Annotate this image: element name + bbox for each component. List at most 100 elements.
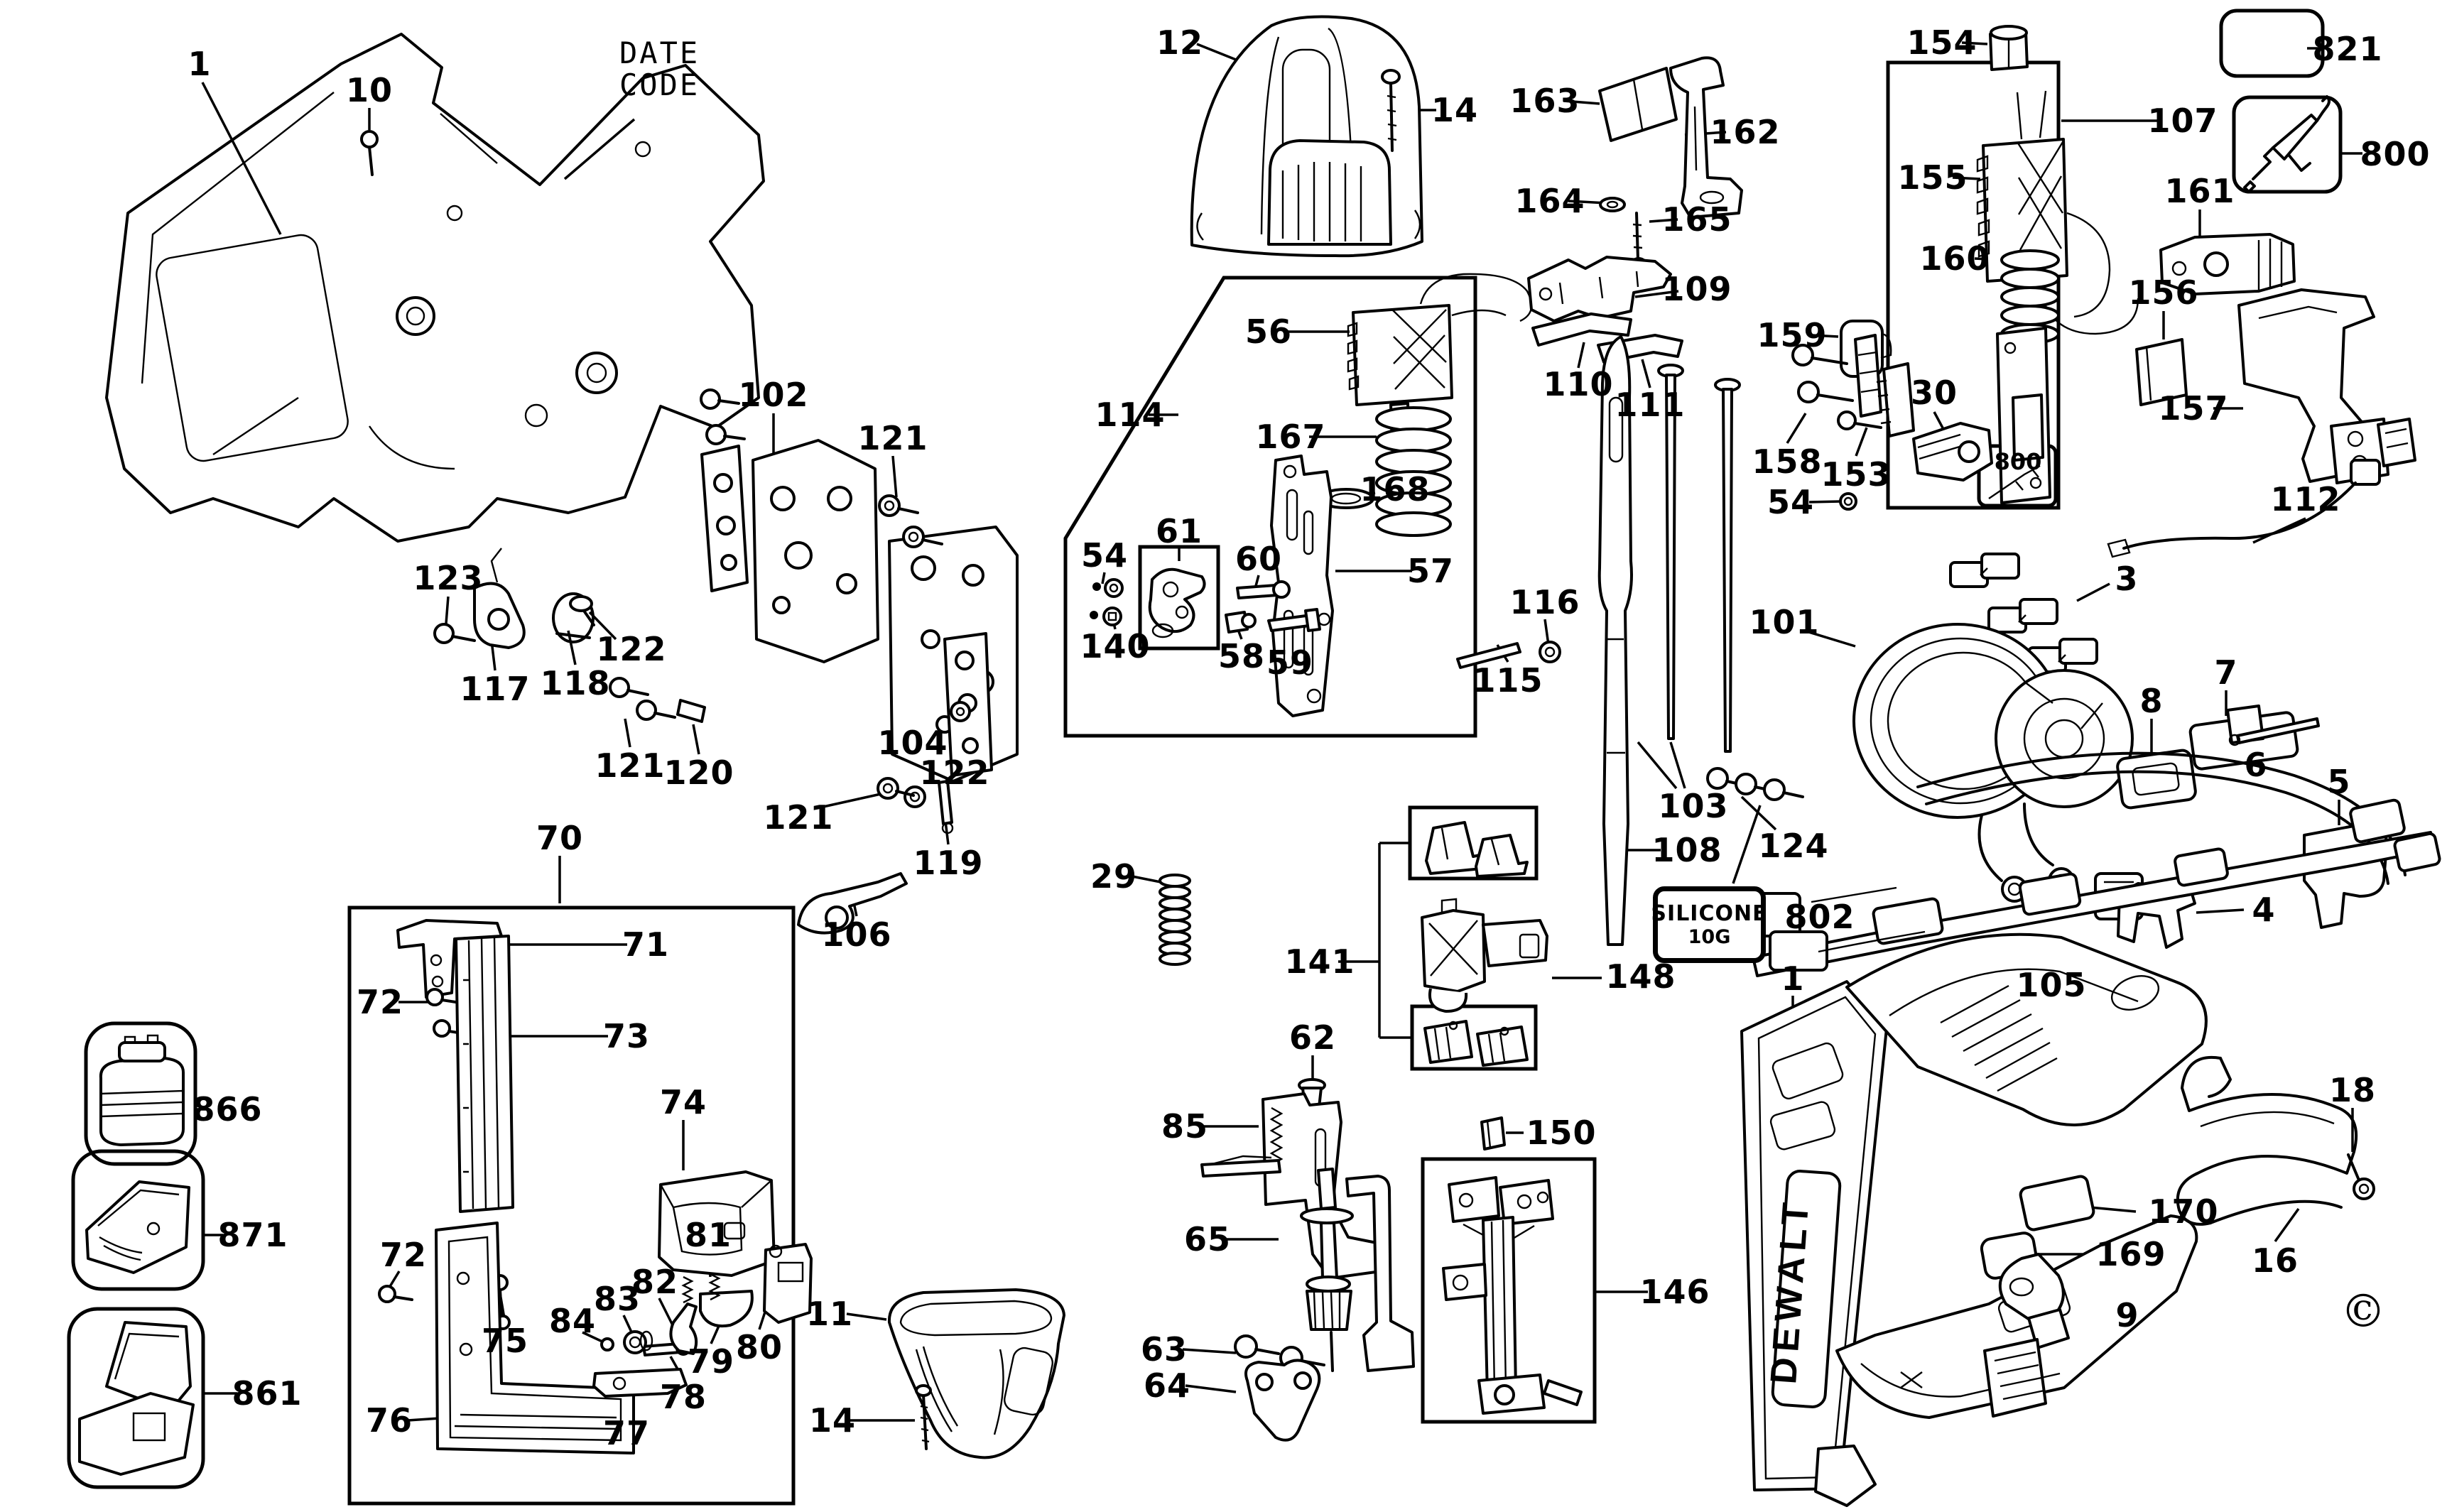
part-label-64: 64 [1143, 1366, 1191, 1405]
part-161-bracket-drawing [2159, 233, 2296, 295]
part-80-block-drawing [763, 1243, 813, 1324]
part-150-block-drawing [1480, 1116, 1506, 1151]
part-label-107: 107 [2147, 102, 2218, 140]
part-label-85: 85 [1161, 1107, 1209, 1146]
part-label-159: 159 [1757, 316, 1828, 354]
part-label-70: 70 [536, 819, 584, 857]
part-label-12: 12 [1156, 23, 1204, 62]
part-866-battery-drawing [99, 1034, 185, 1146]
part-label-73: 73 [602, 1017, 651, 1055]
part-label-54-a: 54 [1080, 536, 1129, 575]
part-label-802: 802 [1784, 898, 1855, 936]
part-154-bushing-drawing [1989, 25, 2029, 71]
part-label-81: 81 [684, 1216, 732, 1254]
part-label-121-a: 121 [857, 419, 928, 457]
part-label-118: 118 [540, 664, 611, 702]
box-861 [67, 1307, 205, 1489]
part-label-109: 109 [1661, 270, 1732, 308]
part-121a-screws-drawing [878, 494, 943, 548]
part-label-72-a: 72 [356, 983, 404, 1021]
part-label-167: 167 [1255, 418, 1326, 456]
part-109-bracket-drawing [1527, 256, 1672, 322]
part-label-153: 153 [1821, 455, 1892, 494]
part-label-122-a: 122 [596, 630, 667, 668]
part-label-75: 75 [481, 1322, 529, 1360]
part-140-washers-drawing [1090, 607, 1122, 626]
part-label-60: 60 [1235, 540, 1283, 578]
part-71-bracket-drawing [396, 919, 503, 999]
part-54a-washers-drawing [1092, 578, 1124, 598]
part-122b-screw-drawing [950, 701, 971, 722]
part-label-30: 30 [1910, 374, 1958, 412]
part-label-112: 112 [2270, 480, 2341, 518]
part-label-76: 76 [365, 1401, 413, 1440]
part-120-pin-drawing [676, 699, 706, 723]
part-124-screws-drawing [1706, 767, 1804, 801]
part-18-screw-drawing [2347, 1153, 2375, 1200]
part-label-4: 4 [2252, 891, 2276, 929]
part-label-866: 866 [192, 1090, 263, 1128]
date-code-line2: CODE [619, 67, 700, 103]
part-label-119: 119 [913, 844, 984, 882]
part-label-71: 71 [622, 925, 670, 964]
part-label-108: 108 [1651, 831, 1722, 869]
part-3-connectors-drawing [1949, 553, 2098, 673]
part-label-871: 871 [217, 1216, 288, 1254]
box-146 [1421, 1157, 1597, 1424]
part-label-79: 79 [687, 1342, 735, 1381]
part-77-bracket-drawing [592, 1368, 688, 1398]
part-156-pad-drawing [2135, 338, 2188, 406]
part-82-lever-drawing [669, 1302, 698, 1355]
part-861-kitbox-drawing [78, 1321, 195, 1476]
part-label-63: 63 [1140, 1330, 1188, 1369]
part-162-bracket-drawing [1669, 56, 1743, 219]
part-label-18: 18 [2328, 1071, 2377, 1109]
part-123-screw-drawing [433, 623, 476, 644]
part-label-158: 158 [1752, 442, 1823, 481]
part-label-150: 150 [1526, 1114, 1597, 1152]
part-108-driver-drawing [1597, 335, 1633, 946]
part-106-lever-drawing [797, 872, 908, 935]
part-122a-screw-drawing [569, 595, 595, 626]
part-label-115: 115 [1472, 661, 1543, 700]
part-label-9: 9 [2115, 1296, 2139, 1334]
part-label-123: 123 [413, 559, 484, 597]
part-6-pin-drawing [2228, 717, 2320, 746]
box-61 [1138, 545, 1220, 651]
part-label-121-c: 121 [763, 798, 834, 837]
part-105-harness-drawing [1747, 751, 2441, 977]
part-label-59: 59 [1266, 643, 1314, 682]
part-label-74: 74 [659, 1083, 707, 1121]
box-871 [71, 1149, 205, 1291]
part-83-roller-drawing [623, 1330, 653, 1354]
box-70 [347, 905, 796, 1506]
part-label-56: 56 [1244, 312, 1293, 351]
part-110-plate-drawing [1531, 312, 1632, 347]
part-1-frame-drawing [105, 33, 765, 543]
box-821 [2219, 9, 2325, 78]
box-141-bottom [1410, 1004, 1538, 1071]
part-115-pin-drawing [1456, 642, 1521, 669]
part-label-105: 105 [2016, 966, 2087, 1004]
part-117-lever-drawing [473, 548, 526, 649]
part-label-16: 16 [2251, 1241, 2299, 1280]
part-label-116: 116 [1509, 583, 1580, 621]
part-146-frame-drawing [1442, 1176, 1583, 1415]
part-157-duct-drawing [2237, 288, 2389, 484]
part-10-screw-drawing [360, 130, 379, 176]
part-label-10: 10 [345, 71, 394, 109]
part-label-82: 82 [631, 1263, 679, 1301]
part-label-14-magazine: 14 [808, 1401, 857, 1440]
part-label-8: 8 [2139, 682, 2164, 720]
part-16-belt-hook-drawing [2176, 1055, 2358, 1226]
part-102-bracket-drawing [700, 388, 1019, 783]
date-code-line1: DATE [619, 36, 700, 70]
part-60-pin-drawing [1236, 580, 1291, 599]
box-141-top [1408, 805, 1539, 881]
part-label-148: 148 [1605, 957, 1676, 996]
part-59-pin-drawing [1267, 608, 1331, 632]
part-label-124: 124 [1758, 827, 1829, 865]
part-label-114: 114 [1095, 396, 1166, 434]
